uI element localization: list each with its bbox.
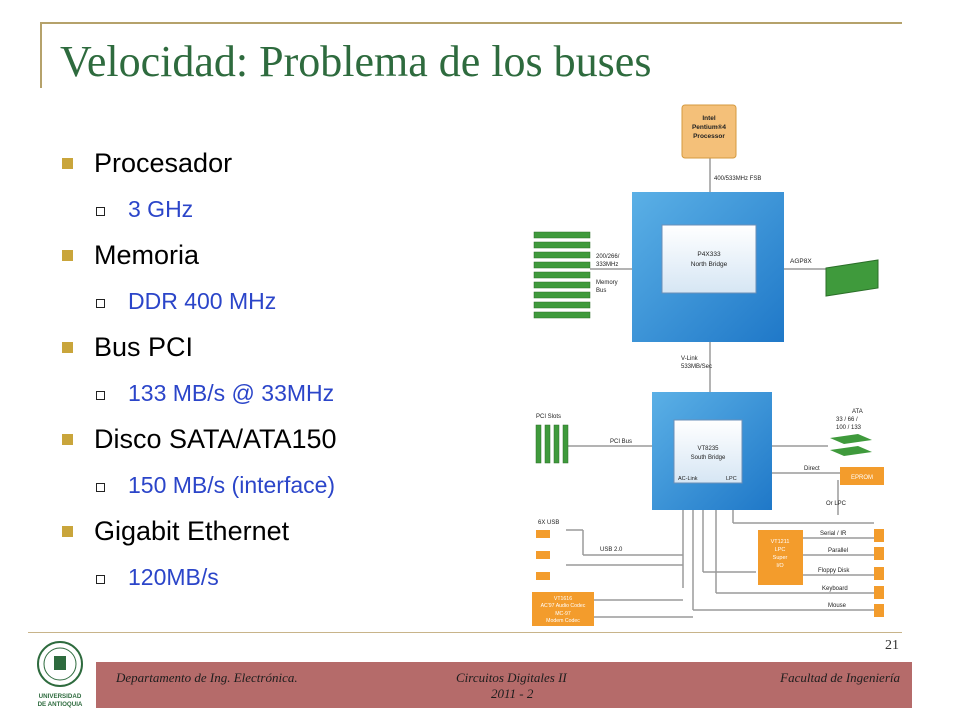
sub-bullet-label: 120MB/s xyxy=(128,564,219,590)
cpu-block xyxy=(681,104,737,159)
pci-slots-label: PCI Slots xyxy=(536,414,561,420)
super-io-label-1: VT1211 xyxy=(771,539,790,545)
south-bridge-chip xyxy=(673,419,743,484)
super-io-block xyxy=(758,530,803,585)
bullet-pci: Bus PCI xyxy=(62,324,502,370)
mouse-label: Mouse xyxy=(828,603,847,609)
sub-bullet-processor: 3 GHz xyxy=(62,186,502,232)
south-bridge-label-2: South Bridge xyxy=(691,455,726,461)
eprom-block xyxy=(840,467,884,485)
keyboard-label: Keyboard xyxy=(822,586,848,592)
super-io-label-4: I/O xyxy=(776,563,784,569)
vlink-label-1: V-Link xyxy=(681,356,699,362)
page-number: 21 xyxy=(885,638,899,653)
chipset-block-diagram: Intel Pentium®4 Processor 400/533MHz FSB… xyxy=(532,104,884,626)
bullet-square-icon xyxy=(62,434,73,445)
sub-bullet-pci: 133 MB/s @ 33MHz xyxy=(62,370,502,416)
university-logo: UNIVERSIDAD DE ANTIOQUIA xyxy=(37,641,83,708)
floppy-label: Floppy Disk xyxy=(818,568,850,574)
logo-text-2: DE ANTIOQUIA xyxy=(38,701,83,708)
codec-label-3: MC-97 xyxy=(555,611,571,617)
sub-bullet-label: 3 GHz xyxy=(128,196,194,222)
codec-label-2: AC'97 Audio Codec xyxy=(541,603,586,609)
bullet-square-icon xyxy=(62,342,73,353)
bullet-label: Memoria xyxy=(94,240,200,270)
memory-label-1: 200/266/ xyxy=(596,254,620,260)
serial-ir-label: Serial / IR xyxy=(820,531,847,537)
sub-bullet-ethernet: 120MB/s xyxy=(62,554,502,600)
footer-department: Departamento de Ing. Electrónica. xyxy=(116,670,298,685)
agp-label: AGP8X xyxy=(790,258,812,265)
footer-bar: Departamento de Ing. Electrónica. Circui… xyxy=(96,662,912,708)
vlink-label-2: 533MB/Sec xyxy=(681,364,712,370)
bullet-square-icon xyxy=(62,526,73,537)
bullet-label: Procesador xyxy=(94,148,233,178)
fsb-label: 400/533MHz FSB xyxy=(714,176,761,182)
bullet-label: Bus PCI xyxy=(94,332,194,362)
ac-link-label: AC-Link xyxy=(678,476,698,482)
usb-port-icons xyxy=(536,530,550,580)
memory-label-3: Memory xyxy=(596,280,618,286)
hollow-square-icon xyxy=(96,391,105,400)
ata-label-1: ATA xyxy=(852,409,863,415)
logo-text-1: UNIVERSIDAD xyxy=(39,693,82,700)
north-bridge-chip xyxy=(661,224,757,294)
bullet-square-icon xyxy=(62,158,73,169)
memory-label-2: 333MHz xyxy=(596,262,618,268)
or-lpc-label: Or LPC xyxy=(826,501,847,507)
lpc-label: LPC xyxy=(726,476,737,482)
hollow-square-icon xyxy=(96,575,105,584)
ata-label-3: 100 / 133 xyxy=(836,425,862,431)
io-port-icons xyxy=(874,529,884,617)
south-bridge-label-1: VT8235 xyxy=(697,446,719,452)
sub-bullet-label: 133 MB/s @ 33MHz xyxy=(128,380,335,406)
super-io-label-3: Super xyxy=(773,555,788,561)
bullet-processor: Procesador xyxy=(62,140,502,186)
codec-label-4: Modem Codec xyxy=(546,618,580,624)
footer-course: Circuitos Digitales II xyxy=(456,670,567,685)
pci-slot-icons xyxy=(535,424,569,464)
usb-6x-label: 6X USB xyxy=(538,520,559,526)
sub-bullet-label: DDR 400 MHz xyxy=(128,288,277,314)
codec-label-1: VT1616 xyxy=(554,596,572,602)
bullet-disk: Disco SATA/ATA150 xyxy=(62,416,502,462)
bullet-ethernet: Gigabit Ethernet xyxy=(62,508,502,554)
memory-modules xyxy=(533,231,591,319)
bullet-label: Disco SATA/ATA150 xyxy=(94,424,337,454)
hollow-square-icon xyxy=(96,299,105,308)
bullet-memory: Memoria xyxy=(62,232,502,278)
pci-bus-label: PCI Bus xyxy=(610,439,632,445)
footer-faculty: Facultad de Ingeniería xyxy=(780,670,900,685)
memory-label-4: Bus xyxy=(596,288,606,294)
bullet-list: Procesador 3 GHz Memoria DDR 400 MHz Bus… xyxy=(62,140,502,600)
cpu-label-3: Processor xyxy=(693,133,725,140)
footer-divider xyxy=(28,632,902,633)
bullet-label: Gigabit Ethernet xyxy=(94,516,290,546)
codec-block xyxy=(532,592,594,626)
ata-drive-icon xyxy=(830,434,872,444)
footer-semester: 2011 - 2 xyxy=(491,686,534,701)
slide-title: Velocidad: Problema de los buses xyxy=(60,37,652,86)
cpu-label-1: Intel xyxy=(702,115,716,122)
sub-bullet-label: 150 MB/s (interface) xyxy=(128,472,336,498)
frame-top-line xyxy=(40,22,902,24)
hollow-square-icon xyxy=(96,483,105,492)
parallel-label: Parallel xyxy=(828,548,848,554)
frame-left-line xyxy=(40,22,42,88)
usb20-label: USB 2.0 xyxy=(600,547,623,553)
ata-label-2: 33 / 66 / xyxy=(836,417,858,423)
ata-drive-icon xyxy=(830,446,872,456)
agp-card-icon xyxy=(825,259,879,297)
bullet-square-icon xyxy=(62,250,73,261)
eprom-label: EPROM xyxy=(851,475,873,481)
cpu-label-2: Pentium®4 xyxy=(692,123,726,131)
north-bridge-label-2: North Bridge xyxy=(691,261,728,268)
sub-bullet-disk: 150 MB/s (interface) xyxy=(62,462,502,508)
sub-bullet-memory: DDR 400 MHz xyxy=(62,278,502,324)
super-io-label-2: LPC xyxy=(775,547,786,553)
direct-label: Direct xyxy=(804,466,820,472)
hollow-square-icon xyxy=(96,207,105,216)
north-bridge-label-1: P4X333 xyxy=(697,251,721,258)
